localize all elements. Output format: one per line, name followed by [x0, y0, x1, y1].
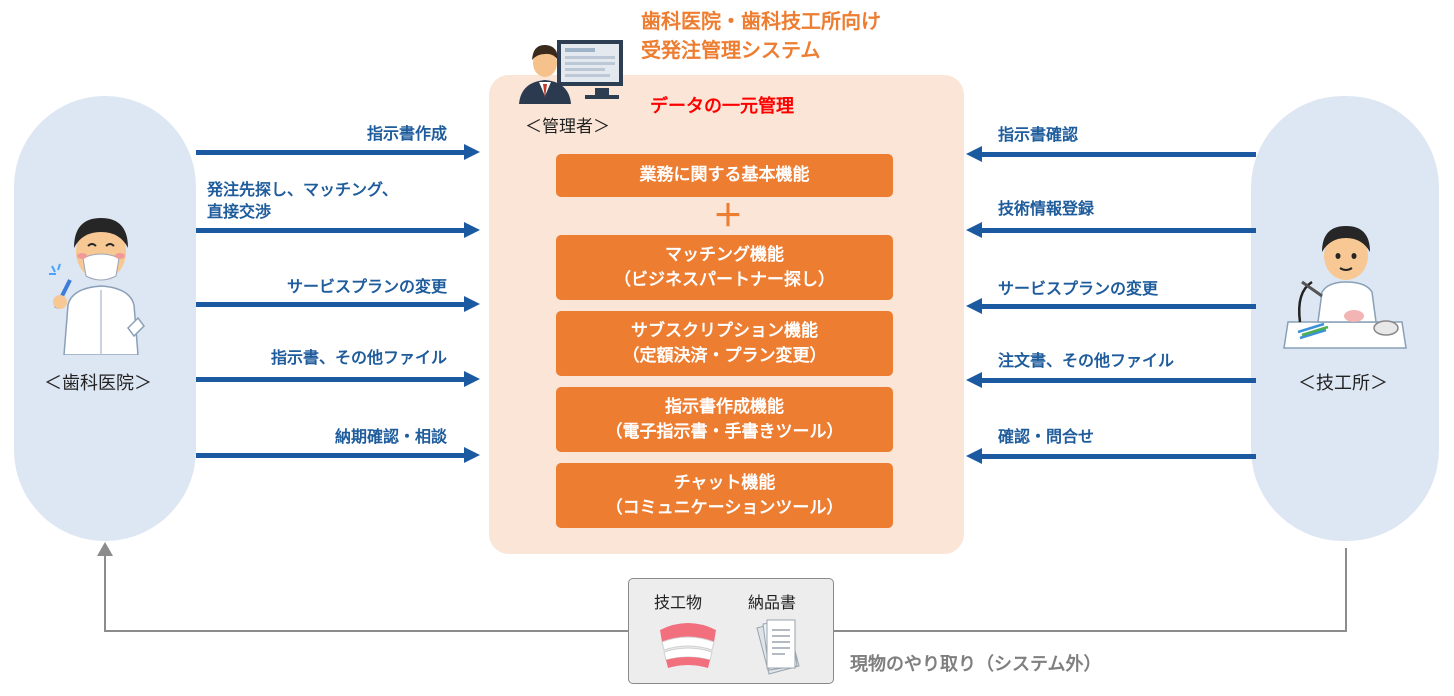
plus-sign: ＋: [713, 199, 743, 234]
system-title: 歯科医院・歯科技工所向け 受発注管理システム: [641, 9, 881, 62]
clinic-flow-label: サービスプランの変更: [286, 277, 447, 296]
dentist-icon: [49, 218, 145, 355]
exchange-line: [832, 630, 1347, 632]
goods-item-delivery-slip: 納品書: [748, 593, 797, 612]
clinic-flow-label: 指示書作成: [366, 124, 447, 143]
lab-flow-label: サービスプランの変更: [998, 279, 1159, 298]
lab-flow-label: 注文書、その他ファイル: [998, 351, 1175, 370]
feature-instruction: 指示書作成機能 （電子指示書・手書きツール）: [556, 387, 893, 452]
admin-computer-icon: [519, 40, 623, 104]
lab-flow-arrow: [966, 372, 1256, 388]
feature-chat: チャット機能 （コミュニケーションツール）: [556, 463, 893, 528]
clinic-label: ＜歯科医院＞: [44, 373, 152, 394]
clinic-flow-arrow: [196, 144, 480, 160]
clinic-flow-label: 納期確認・相談: [334, 427, 447, 446]
exchange-line: [1345, 548, 1347, 632]
clinic-flow-arrow: [196, 371, 480, 387]
clinic-flow-label: 指示書、その他ファイル: [270, 348, 447, 367]
denture-icon: [660, 623, 716, 668]
feature-subscription: サブスクリプション機能 （定額決済・プラン変更）: [556, 311, 893, 376]
lab-flow-arrow: [966, 298, 1256, 314]
lab-flow-label: 指示書確認: [998, 125, 1079, 144]
technician-icon: [1283, 226, 1407, 349]
exchange-arrowhead: [97, 542, 113, 556]
lab-flow-arrow: [966, 448, 1256, 464]
lab-flow-arrow: [966, 146, 1256, 162]
clinic-flow-arrow: [196, 222, 480, 238]
exchange-line: [104, 556, 106, 632]
lab-flow-label: 確認・問合せ: [998, 427, 1095, 446]
document-icon: [756, 619, 800, 675]
physical-exchange-label: 現物のやり取り（システム外）: [850, 654, 1102, 675]
exchange-line: [104, 630, 628, 632]
feature-matching: マッチング機能 （ビジネスパートナー探し）: [556, 235, 893, 300]
data-title: データの一元管理: [650, 96, 794, 117]
lab-flow-label: 技術情報登録: [998, 199, 1095, 218]
clinic-flow-label: 発注先探し、マッチング、 直接交渉: [207, 180, 398, 221]
clinic-flow-arrow: [196, 447, 480, 463]
clinic-flow-arrow: [196, 296, 480, 312]
goods-item-prosthesis: 技工物: [654, 593, 703, 612]
feature-basic: 業務に関する基本機能: [556, 154, 893, 197]
admin-label: ＜管理者＞: [525, 117, 610, 137]
lab-label: ＜技工所＞: [1298, 373, 1388, 394]
lab-flow-arrow: [966, 222, 1256, 238]
